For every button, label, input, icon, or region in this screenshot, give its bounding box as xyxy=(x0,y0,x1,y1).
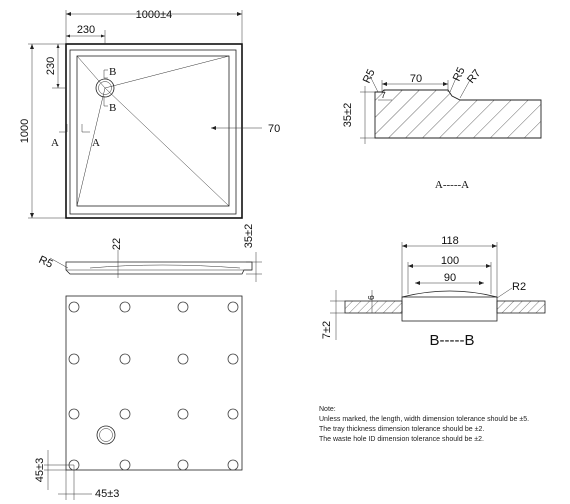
support-foot-icon xyxy=(227,301,239,313)
support-foot-icon xyxy=(177,459,189,471)
section-a-7-label: 7 xyxy=(381,90,386,100)
support-foot-icon xyxy=(177,301,189,313)
section-a-title: A-----A xyxy=(435,179,469,191)
section-b-r2-label: R2 xyxy=(512,281,526,293)
section-a-r5-label: R5 xyxy=(361,67,378,85)
support-foot-icon xyxy=(119,301,131,313)
label-a-left: A xyxy=(51,137,59,149)
tray-outline xyxy=(65,43,243,219)
side-height-label: 35±2 xyxy=(243,224,255,248)
slope-line-left xyxy=(76,87,106,207)
support-foot-icon xyxy=(68,353,80,365)
support-foot-icon xyxy=(68,301,80,313)
slope-line-diagonal xyxy=(104,87,230,207)
section-b-title: B-----B xyxy=(430,332,475,349)
dim-right-label: 70 xyxy=(268,123,280,135)
notes: Note: Unless marked, the length, width d… xyxy=(319,406,529,443)
section-b-100-label: 100 xyxy=(441,255,459,267)
dim-height-label: 1000 xyxy=(19,119,31,143)
note-line-3: The waste hole ID dimension tolerance sh… xyxy=(319,436,484,443)
support-foot-icon xyxy=(119,459,131,471)
label-b-top: B xyxy=(109,66,116,78)
section-b-90-label: 90 xyxy=(444,272,456,284)
top-view: B B A A 1000±4 230 230 1000 70 xyxy=(19,9,280,219)
section-b-marker-top xyxy=(103,69,108,79)
section-a-70-label: 70 xyxy=(410,73,422,85)
support-foot-icon xyxy=(119,408,131,420)
dim-offset-x-label: 230 xyxy=(77,24,95,36)
section-a-marker-left xyxy=(59,124,68,133)
slope-line-corner xyxy=(76,55,106,89)
tray-rim xyxy=(69,49,237,215)
section-b-dome xyxy=(401,290,498,298)
section-b-b: 6 7±2 118 100 90 R2 B-----B xyxy=(321,235,546,349)
side-center-label: 22 xyxy=(111,238,123,250)
section-b-118-label: 118 xyxy=(441,235,459,247)
section-b-6-label: 6 xyxy=(366,295,376,300)
section-b-left-wall xyxy=(344,300,403,314)
note-line-1: Unless marked, the length, width dimensi… xyxy=(319,416,529,423)
note-heading: Note: xyxy=(319,406,336,413)
label-b-bottom: B xyxy=(109,102,116,114)
bottom-view: 45±3 45±3 xyxy=(34,295,243,500)
waste-hole-inner-icon xyxy=(98,81,112,95)
tray-underside xyxy=(65,295,243,471)
support-foot-icon xyxy=(227,408,239,420)
note-line-2: The tray thickness dimension tolerance s… xyxy=(319,426,484,433)
label-a-right: A xyxy=(92,137,100,149)
waste-hole-icon xyxy=(95,78,115,98)
waste-outlet-icon xyxy=(96,425,116,445)
section-a-r7-label: R7 xyxy=(465,67,483,85)
section-b-right-wall xyxy=(496,300,546,314)
section-a-profile xyxy=(374,89,542,139)
support-foot-icon xyxy=(119,353,131,365)
tray-basin xyxy=(76,55,230,207)
support-foot-icon xyxy=(227,353,239,365)
dim-width-label: 1000±4 xyxy=(136,9,173,21)
section-a-a: 35±2 70 7 R5 R5 R7 A-----A xyxy=(342,65,542,191)
side-profile xyxy=(65,261,253,275)
slope-line-top xyxy=(104,55,230,89)
section-b-waste-body xyxy=(401,296,498,322)
foot-x-label: 45±3 xyxy=(95,488,119,500)
section-a-marker-right xyxy=(81,124,90,133)
side-radius-label: R5 xyxy=(37,254,55,271)
section-a-r5b-label: R5 xyxy=(451,65,468,83)
section-b-marker-bottom xyxy=(103,96,108,107)
foot-y-label: 45±3 xyxy=(34,458,46,482)
support-foot-icon xyxy=(177,408,189,420)
support-feet xyxy=(68,301,239,471)
support-foot-icon xyxy=(177,353,189,365)
support-foot-icon xyxy=(227,459,239,471)
dim-offset-y-label: 230 xyxy=(45,57,57,75)
section-a-height-label: 35±2 xyxy=(342,103,354,127)
support-foot-icon xyxy=(68,408,80,420)
side-view: 22 R5 35±2 xyxy=(37,224,262,282)
section-b-7-label: 7±2 xyxy=(321,321,333,339)
